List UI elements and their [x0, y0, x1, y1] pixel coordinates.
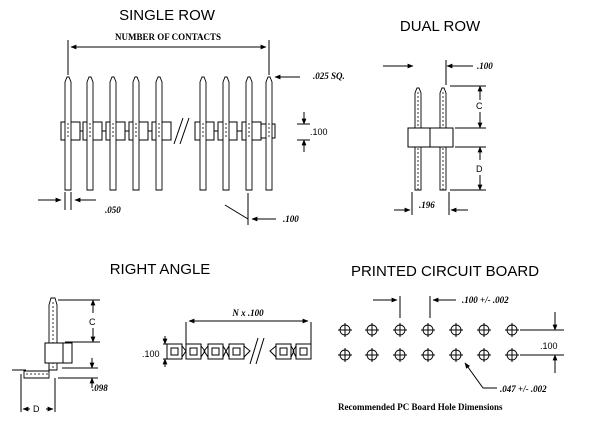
right-angle-view: RIGHT ANGLE C .098 D: [12, 261, 312, 414]
ra-offset-label: .098: [92, 383, 108, 393]
row-spacing-label: .196: [419, 200, 435, 210]
single-row-title: SINGLE ROW: [119, 7, 216, 24]
pcb-caption: Recommended PC Board Hole Dimensions: [338, 402, 503, 412]
pcb-hole: [421, 348, 435, 362]
pcb-hole-diameter-label: .047 +/- .002: [500, 384, 547, 394]
pcb-view: PRINTED CIRCUIT BOARD .100 +/- .002 .100…: [338, 263, 564, 412]
single-row-break-mark: [173, 117, 190, 145]
pcb-hole: [477, 348, 491, 362]
pcb-hole: [449, 348, 463, 362]
ra-length-label: N x .100: [231, 308, 264, 318]
housing-height-label: .100: [310, 127, 328, 137]
pcb-hole: [505, 323, 519, 337]
pcb-hole: [421, 323, 435, 337]
pcb-hole: [338, 323, 352, 337]
pin-square-label: .025 SQ.: [313, 71, 345, 81]
pcb-row-pitch-label: .100: [540, 341, 558, 351]
pcb-hole: [393, 348, 407, 362]
ra-dim-d-label: D: [33, 404, 40, 414]
right-angle-side-view: [12, 297, 73, 412]
pcb-hole: [477, 323, 491, 337]
right-angle-top-view: [166, 337, 312, 365]
pitch-leader: [224, 204, 249, 220]
pcb-spacing-label: .100 +/- .002: [462, 295, 509, 305]
pcb-hole: [505, 348, 519, 362]
single-row-centrelines: [67, 123, 270, 139]
pcb-hole: [393, 323, 407, 337]
ra-dim-c-label: C: [89, 317, 96, 327]
pcb-title: PRINTED CIRCUIT BOARD: [351, 263, 539, 280]
dual-dim-d-label: D: [476, 164, 483, 174]
dual-dim-c-label: C: [476, 101, 483, 111]
bottom-pitch-label: .100: [283, 214, 299, 224]
pcb-hole: [365, 323, 379, 337]
dual-pitch-label: .100: [477, 61, 493, 71]
number-of-contacts-label: NUMBER OF CONTACTS: [115, 32, 221, 42]
dual-row-title: DUAL ROW: [400, 18, 481, 35]
pcb-hole: [365, 348, 379, 362]
pcb-hole-grid: [338, 323, 519, 362]
pcb-hole: [338, 348, 352, 362]
single-row-pins: [64, 76, 273, 191]
ra-height-label: .100: [142, 349, 160, 359]
tail-width-label: .050: [105, 205, 121, 215]
single-row-view: SINGLE ROW NUMBER OF CONTACTS: [38, 7, 345, 225]
pcb-hole: [449, 323, 463, 337]
right-angle-title: RIGHT ANGLE: [110, 261, 211, 278]
dual-row-view: DUAL ROW .100 C D .196: [383, 18, 493, 215]
pcb-hole-leader: [464, 362, 484, 389]
